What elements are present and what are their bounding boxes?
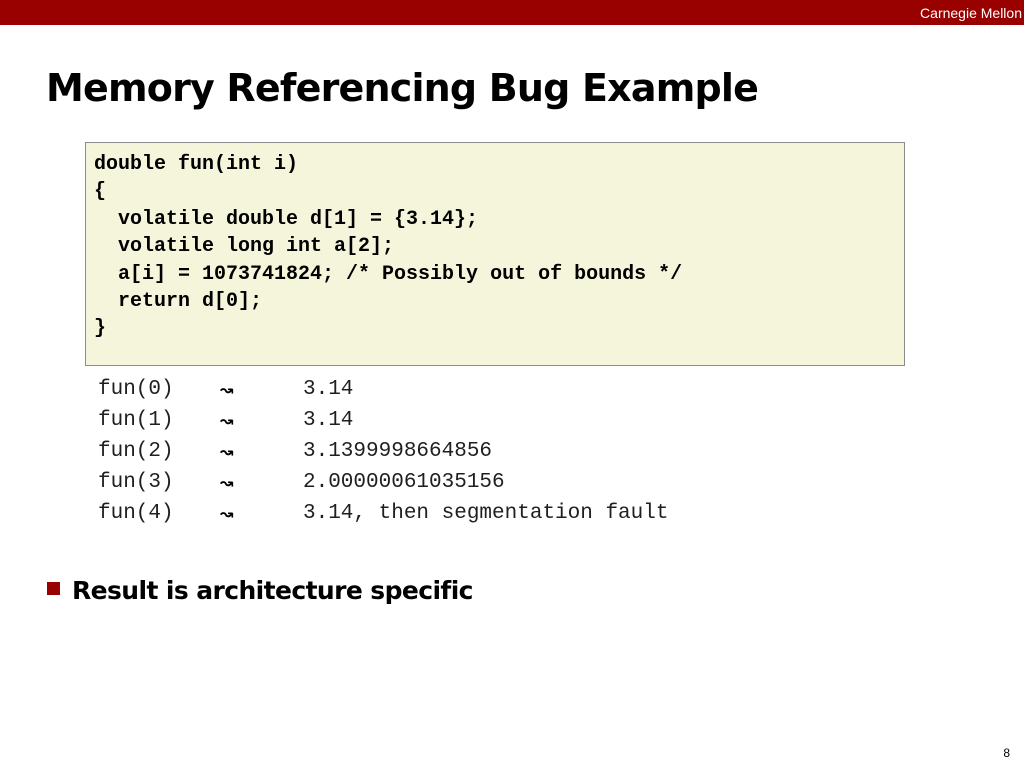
code-line: { <box>94 180 107 204</box>
result-value: 3.14 <box>303 409 354 432</box>
result-call: fun(1) <box>98 409 174 432</box>
arrow-icon: ↝ <box>220 380 233 399</box>
result-value: 3.14, then segmentation fault <box>303 502 669 525</box>
result-call: fun(0) <box>98 378 174 401</box>
result-value: 3.1399998664856 <box>303 440 493 463</box>
bullet-square-icon <box>47 582 60 595</box>
result-call: fun(4) <box>98 502 174 525</box>
result-row: fun(2) ↝ 3.1399998664856 <box>98 436 492 467</box>
result-call: fun(2) <box>98 440 174 463</box>
slide-title: Memory Referencing Bug Example <box>46 66 759 110</box>
result-call: fun(3) <box>98 471 174 494</box>
bullet-item: Result is architecture specific <box>47 576 474 605</box>
arrow-icon: ↝ <box>220 411 233 430</box>
arrow-icon: ↝ <box>220 473 233 492</box>
result-row: fun(3) ↝ 2.00000061035156 <box>98 467 505 498</box>
result-value: 2.00000061035156 <box>303 471 505 494</box>
result-value: 3.14 <box>303 378 354 401</box>
code-line: } <box>94 317 107 341</box>
code-line: volatile long int a[2]; <box>94 235 395 259</box>
results-list: fun(0) ↝ 3.14 fun(1) ↝ 3.14 fun(2) ↝ 3.1… <box>98 374 668 529</box>
arrow-icon: ↝ <box>220 504 233 523</box>
page-number: 8 <box>1003 746 1010 760</box>
code-line: double fun(int i) <box>94 153 299 176</box>
result-row: fun(0) ↝ 3.14 <box>98 374 353 405</box>
arrow-icon: ↝ <box>220 442 233 461</box>
bullet-text: Result is architecture specific <box>72 576 474 605</box>
code-block: double fun(int i) { volatile double d[1]… <box>85 142 905 366</box>
code-line: a[i] = 1073741824; /* Possibly out of bo… <box>94 262 683 286</box>
result-row: fun(1) ↝ 3.14 <box>98 405 353 436</box>
code-line: volatile double d[1] = {3.14}; <box>94 207 479 231</box>
header-bar: Carnegie Mellon <box>0 0 1024 25</box>
result-row: fun(4) ↝ 3.14, then segmentation fault <box>98 498 668 529</box>
code-line: return d[0]; <box>94 289 263 313</box>
brand-label: Carnegie Mellon <box>920 5 1022 21</box>
